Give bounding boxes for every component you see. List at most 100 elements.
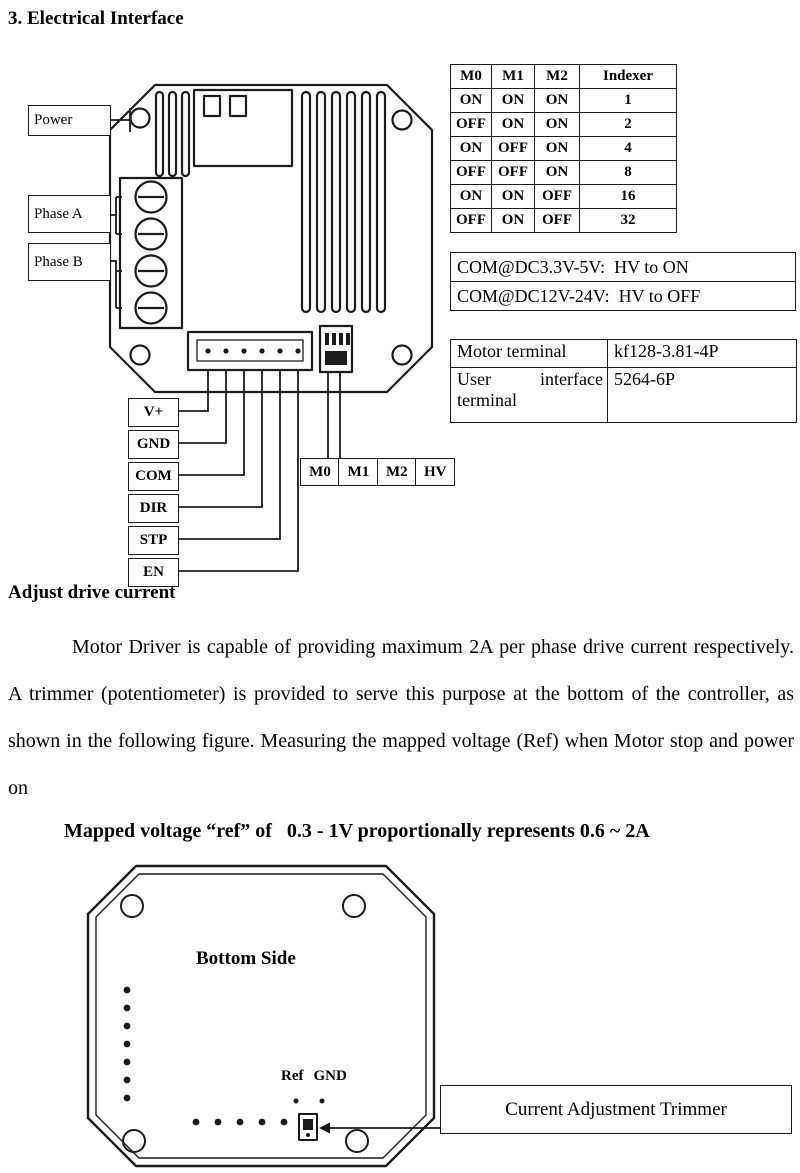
connector-pin — [277, 348, 283, 354]
heatsink-fin — [315, 90, 327, 314]
mode-pin — [339, 333, 343, 345]
heatsink-fin — [300, 90, 312, 314]
pad-dot — [258, 1118, 266, 1126]
section-heading: Adjust drive current — [8, 582, 176, 603]
table-row: Motor terminal kf128-3.81-4P — [450, 339, 797, 368]
power-label-box: Power — [28, 105, 111, 136]
table-cell: 16 — [579, 184, 677, 209]
table-cell: OFF — [450, 208, 492, 233]
heatsink-fin — [375, 90, 387, 314]
heatsink-fin — [167, 90, 178, 178]
mode-pin-row: M0 M1 M2 HV — [300, 458, 456, 486]
terminal-screw — [134, 180, 168, 214]
interface-connector-inner — [196, 339, 304, 362]
table-cell: ON — [534, 88, 580, 113]
mode-connector — [318, 324, 354, 374]
pad-dot — [123, 1040, 131, 1048]
ref-pad-dot — [293, 1098, 299, 1104]
table-cell: ON — [491, 112, 535, 137]
driver-body-outline — [108, 83, 434, 394]
terminal-block — [118, 176, 184, 330]
pad-dot — [123, 1094, 131, 1102]
table-cell: ON — [491, 208, 535, 233]
mode-connector-body — [325, 351, 347, 365]
terminal-spec-table: Motor terminal kf128-3.81-4P User interf… — [450, 339, 797, 423]
table-cell: ON — [534, 112, 580, 137]
ref-label: Ref — [281, 1068, 304, 1084]
pin-label-dir: DIR — [128, 494, 179, 523]
table-cell: OFF — [534, 208, 580, 233]
table-cell: 1 — [579, 88, 677, 113]
table-row: ON OFF ON 4 — [450, 136, 677, 161]
ref-gnd-labels: Ref GND — [281, 1068, 347, 1085]
table-cell: kf128-3.81-4P — [607, 339, 797, 368]
col-header-m2: M2 — [534, 64, 580, 89]
table-cell: ON — [450, 184, 492, 209]
pad-dot — [123, 986, 131, 994]
mode-pin — [332, 333, 336, 345]
table-cell: ON — [450, 88, 492, 113]
table-cell: ON — [534, 136, 580, 161]
table-cell: OFF — [450, 160, 492, 185]
table-row: COM@DC12V-24V: HV to OFF — [450, 281, 796, 311]
pad-dot — [123, 1058, 131, 1066]
bottom-body — [86, 864, 436, 1168]
table-header-row: M0 M1 M2 Indexer — [450, 64, 677, 89]
table-cell: Motor terminal — [450, 339, 608, 368]
heatsink-fin — [360, 90, 372, 314]
connector-pin — [259, 348, 265, 354]
mode-label-m1: M1 — [338, 458, 379, 486]
terminal-screw — [134, 217, 168, 251]
table-cell: 8 — [579, 160, 677, 185]
mounting-hole — [120, 894, 144, 918]
pad-dot — [123, 1004, 131, 1012]
mounting-hole — [129, 107, 151, 129]
heatsink-fin — [345, 90, 357, 314]
pin-label-vplus: V+ — [128, 398, 179, 427]
mounting-hole — [129, 344, 151, 366]
pin-wire — [177, 370, 281, 540]
driver-body — [108, 83, 434, 394]
pin-wire — [177, 370, 209, 412]
table-row: COM@DC3.3V-5V: HV to ON — [450, 252, 796, 282]
table-cell: COM@DC3.3V-5V: HV to ON — [450, 252, 796, 282]
trimmer-screw — [303, 1119, 313, 1130]
trimmer-callout-box: Current Adjustment Trimmer — [440, 1085, 792, 1134]
table-cell: OFF — [491, 160, 535, 185]
component-detail — [228, 94, 248, 118]
pad-dot — [123, 1022, 131, 1030]
mode-label-hv: HV — [415, 458, 456, 486]
table-cell: User interface terminal — [450, 367, 608, 423]
driver-top-view-diagram — [104, 83, 434, 572]
table-cell: ON — [450, 136, 492, 161]
table-row: OFF ON OFF 32 — [450, 208, 677, 233]
pin-label-stp: STP — [128, 526, 179, 555]
mounting-hole — [391, 344, 413, 366]
col-header-indexer: Indexer — [579, 64, 677, 89]
mounting-hole — [342, 894, 366, 918]
connector-pin — [295, 348, 301, 354]
trimmer-component — [298, 1113, 318, 1141]
pad-dot — [236, 1118, 244, 1126]
component-block — [192, 88, 294, 168]
table-cell: 4 — [579, 136, 677, 161]
arrowhead-icon — [319, 1122, 330, 1134]
gnd-label: GND — [313, 1068, 347, 1084]
table-row: User interface terminal 5264-6P — [450, 367, 797, 423]
driver-bottom-view-diagram — [86, 864, 442, 1168]
table-cell: OFF — [491, 136, 535, 161]
table-cell: OFF — [534, 184, 580, 209]
pad-dot — [192, 1118, 200, 1126]
table-row: OFF OFF ON 8 — [450, 160, 677, 185]
table-cell: COM@DC12V-24V: HV to OFF — [450, 281, 796, 311]
pin-label-com: COM — [128, 462, 179, 491]
table-row: ON ON ON 1 — [450, 88, 677, 113]
trimmer-dot — [306, 1133, 310, 1137]
mode-pin — [346, 333, 350, 345]
connector-pin — [241, 348, 247, 354]
heatsink-fin — [180, 90, 191, 178]
table-cell: 2 — [579, 112, 677, 137]
terminal-screw — [134, 291, 168, 325]
mode-label-m0: M0 — [300, 458, 340, 486]
